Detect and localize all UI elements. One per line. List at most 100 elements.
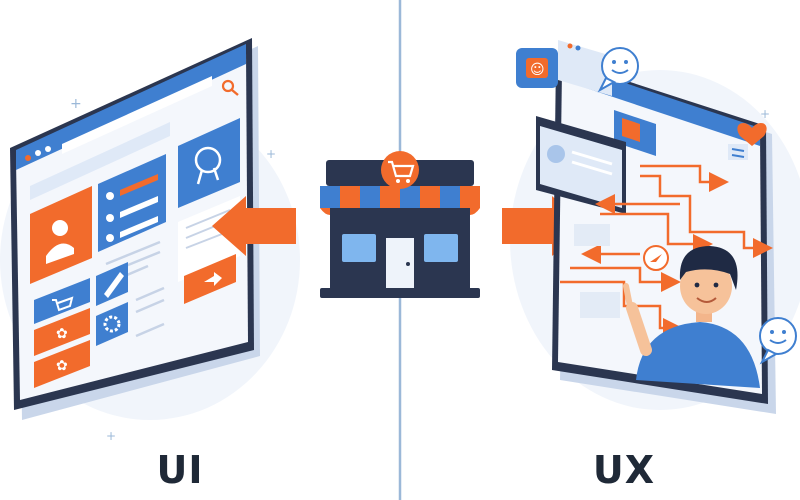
- ui-hero-bar: [30, 122, 170, 200]
- footer-line-2: [135, 298, 165, 314]
- tile-settings: [96, 302, 128, 346]
- sparkle-icon-2: +: [266, 147, 276, 161]
- feature-card-inner: [622, 118, 640, 142]
- awning-stripe-1: [320, 186, 340, 208]
- store-window-left: [342, 234, 376, 262]
- bubble-top-eye-l: [612, 60, 616, 64]
- user-avatar-icon: [52, 220, 68, 236]
- footer-line-1: [135, 286, 165, 302]
- menu-line-2: [731, 154, 745, 158]
- star-icon-2: ✿: [56, 358, 68, 374]
- ui-label: UI: [156, 448, 204, 492]
- star-icon-1: ✿: [56, 326, 68, 342]
- badge-ribbon-right: [212, 167, 220, 181]
- ui-address-bar: [62, 76, 212, 154]
- store-door-knob: [406, 262, 410, 266]
- person-smile: [696, 297, 717, 303]
- list-line-2: [120, 196, 158, 218]
- window-dot-white: [35, 150, 41, 156]
- store-base: [320, 288, 480, 298]
- badge-icon: [194, 146, 222, 174]
- search-icon: [221, 79, 235, 93]
- window-dot-1: [567, 43, 573, 49]
- store-window-right: [424, 234, 458, 262]
- tile-star-2: [34, 340, 90, 388]
- pencil-icon: [104, 272, 124, 298]
- list-user-icon-1: [106, 192, 114, 200]
- awning-stripe-3: [400, 186, 420, 208]
- app-tile-inner: [526, 58, 548, 78]
- smiley-chat-bubble-icon-bottom: [759, 317, 797, 365]
- arrow-left-icon: [212, 196, 296, 256]
- flow-arrow-6: [570, 266, 681, 292]
- flow-arrow-4: [600, 212, 713, 254]
- person-body: [636, 322, 760, 388]
- flow-arrow-2: [640, 174, 773, 258]
- window-dot-red: [25, 155, 31, 161]
- footer-line-3: [135, 322, 165, 338]
- search-icon-handle: [231, 89, 239, 96]
- flow-arrow-7: [560, 280, 683, 338]
- ui-screen: ✿ ✿: [10, 38, 260, 420]
- popup-line-2: [571, 160, 613, 176]
- ux-screen: ☺: [516, 40, 797, 414]
- list-user-icon-2: [106, 214, 114, 222]
- list-line-1: [120, 174, 158, 196]
- bubble-bottom: [759, 317, 797, 355]
- gear-icon: [103, 315, 121, 333]
- bubble-top-eye-r: [624, 60, 628, 64]
- bubble-top-smile: [611, 69, 629, 74]
- bubble-bottom-eye-l: [770, 330, 774, 334]
- sparkle-icon-4: +: [760, 107, 770, 121]
- person-arm: [626, 302, 652, 356]
- bubble-bottom-eye-r: [782, 330, 786, 334]
- awning-stripe-4: [440, 186, 460, 208]
- sparkle-icon-1: +: [70, 96, 82, 112]
- smiley-icon-small: ☺: [530, 62, 545, 78]
- sparkle-icon-3: +: [106, 429, 116, 443]
- store-cart-badge: [381, 151, 419, 189]
- placeholder-block-1: [574, 224, 610, 246]
- person-eye-left: [694, 282, 700, 288]
- ux-label: UX: [592, 448, 656, 492]
- bubble-top: [601, 47, 639, 85]
- awning-stripe-2: [360, 186, 380, 208]
- window-dot-white-2: [45, 146, 51, 152]
- touch-point-glyph: [650, 254, 662, 262]
- ui-badge-card: [178, 118, 240, 208]
- smiley-chat-bubble-icon: [597, 47, 639, 93]
- person-face: [680, 258, 732, 314]
- user-character: [623, 245, 760, 388]
- shopping-cart-icon: [52, 296, 74, 312]
- heart-icon: [737, 122, 767, 146]
- storefront-icon: [320, 151, 480, 298]
- list-user-icon-3: [106, 234, 114, 242]
- cart-wheel-right: [406, 179, 410, 183]
- list-line-3: [120, 216, 158, 238]
- placeholder-block-2: [580, 292, 620, 318]
- cart-wheel-left: [396, 179, 400, 183]
- ui-title-bar: [16, 44, 246, 170]
- menu-line-1: [731, 148, 745, 152]
- flow-arrow-1: [640, 164, 729, 192]
- user-avatar-body: [46, 243, 74, 264]
- text-line-1: [185, 209, 231, 229]
- bubble-top-tail: [597, 76, 617, 93]
- text-line-3: [185, 233, 223, 249]
- badge-ribbon-left: [196, 169, 204, 185]
- popup-line-1: [571, 150, 613, 166]
- tile-star-1: [34, 308, 90, 356]
- person-finger: [623, 283, 633, 309]
- shopping-cart-icon: [388, 160, 415, 178]
- bubble-bottom-smile: [769, 339, 787, 344]
- store-door: [386, 238, 414, 288]
- user-avatar-icon: [547, 145, 565, 163]
- floating-card-top: [558, 40, 612, 96]
- menu-icon: [728, 144, 748, 160]
- cta-arrow-icon: [204, 272, 222, 286]
- content-line-1: [105, 240, 161, 266]
- window-dot-2: [575, 45, 581, 51]
- person-eye-right: [713, 282, 719, 288]
- person-hair: [679, 246, 738, 290]
